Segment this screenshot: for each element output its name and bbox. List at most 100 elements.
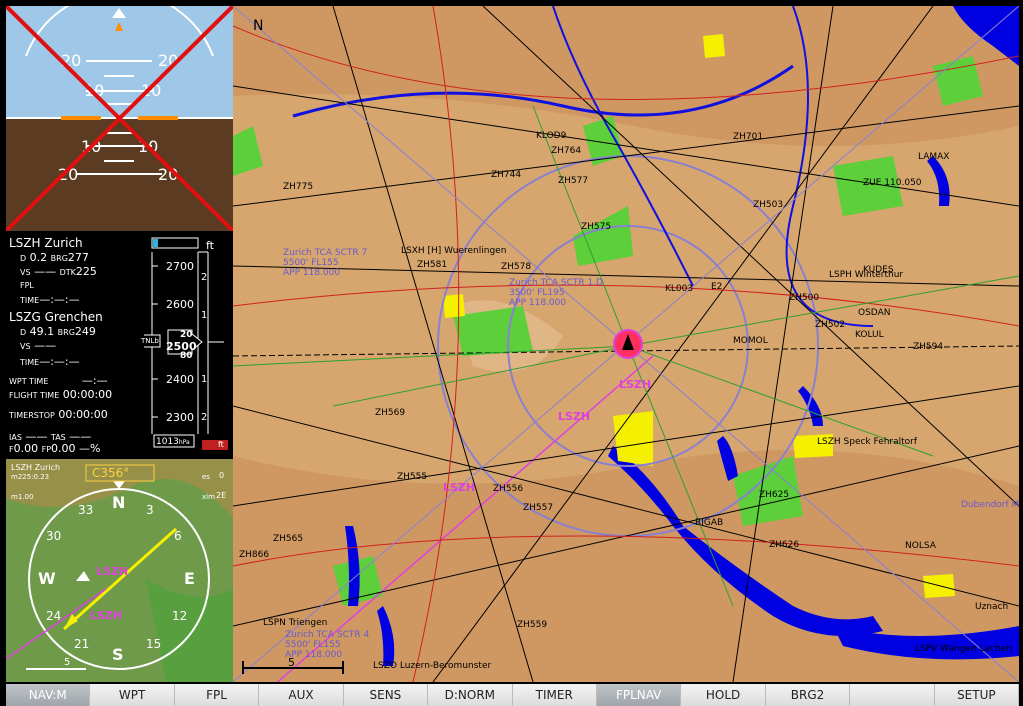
menu-brg2[interactable]: BRG2 xyxy=(765,684,851,706)
menu-sens[interactable]: SENS xyxy=(343,684,429,706)
waypoint-zh565[interactable]: ZH565 xyxy=(273,534,304,544)
waypoint-kl003[interactable]: KL003 xyxy=(665,284,694,294)
airspace-label-sctr4-freq: APP 118.000 xyxy=(285,650,343,660)
dest1-vs-value: —— xyxy=(34,265,57,278)
menu-fplnav[interactable]: FPLNAV xyxy=(596,684,682,706)
waypoint-zh500[interactable]: ZH500 xyxy=(789,293,820,303)
waypoint-lamax[interactable]: LAMAX xyxy=(918,152,950,162)
instrument-panel: 20 20 10 10 10 10 20 20 LSZH Zurich D 0.… xyxy=(6,6,233,682)
timerstop: 00:00:00 xyxy=(58,408,108,421)
hsi-compass-e: E xyxy=(184,569,195,588)
hsi-compass-12: 12 xyxy=(172,609,188,623)
waypoint-zh503[interactable]: ZH503 xyxy=(753,200,784,210)
waypoint-rigab[interactable]: RIGAB xyxy=(695,518,724,528)
airspace-label-sctr7-freq: APP 118.000 xyxy=(283,268,341,278)
alt-tick-2600: 2600 xyxy=(166,298,194,311)
airspace-label-sctr7-limits: 5500' FL155 xyxy=(283,258,339,268)
airfield-lsxh-wuerenlingen[interactable]: LSXH [H] Wuerenlingen xyxy=(401,246,507,256)
waypoint-kolul[interactable]: KOLUL xyxy=(855,330,884,340)
vsi-tick-2-down: 2 xyxy=(201,412,208,423)
adi-graphic: 20 20 10 10 10 10 20 20 xyxy=(6,6,233,231)
place-uznach[interactable]: Uznach xyxy=(975,602,1009,612)
waypoint-zh764[interactable]: ZH764 xyxy=(551,146,582,156)
dest1-dtk: 225 xyxy=(75,265,97,278)
moving-map[interactable]: N 5 ZH775 ZH744 ZH577 KLOD9 ZH764 ZH701 … xyxy=(233,6,1019,682)
waypoint-nolsa[interactable]: NOLSA xyxy=(905,541,936,551)
dest2-bearing: 249 xyxy=(74,325,96,338)
hsi-course[interactable]: C356° xyxy=(92,466,130,480)
dest1-distance: 0.2 xyxy=(29,251,48,264)
waypoint-zh502[interactable]: ZH502 xyxy=(815,320,846,330)
waypoint-zh556[interactable]: ZH556 xyxy=(493,484,524,494)
waypoint-zh577[interactable]: ZH577 xyxy=(558,176,589,186)
hsi-es-value: 0 xyxy=(219,471,225,480)
hsi-moving-map: LSZH Zurich m225:0.23 C356° es 0 xim 2E … xyxy=(6,459,233,682)
airfield-speck-fehraltorf[interactable]: LSZH Speck Fehraltorf xyxy=(817,437,918,447)
tas-value: —— xyxy=(69,430,92,443)
airfield-lspn-triengen[interactable]: LSPN Triengen xyxy=(263,618,328,628)
waypoint-momol[interactable]: MOMOL xyxy=(733,336,768,346)
menu-hold[interactable]: HOLD xyxy=(681,684,766,706)
waypoint-zh775[interactable]: ZH775 xyxy=(283,182,314,192)
dest2-brg-prefix: BRG xyxy=(57,328,75,337)
waypoint-zh701[interactable]: ZH701 xyxy=(733,132,764,142)
qnh-value[interactable]: 1013 xyxy=(156,437,179,447)
waypoint-zh569[interactable]: ZH569 xyxy=(375,408,406,418)
menu-aux[interactable]: AUX xyxy=(259,684,344,706)
waypoint-zh559[interactable]: ZH559 xyxy=(517,620,548,630)
menu-nav-m[interactable]: NAV:M xyxy=(6,684,91,706)
waypoint-klod9[interactable]: KLOD9 xyxy=(536,131,567,141)
waypoint-zh625[interactable]: ZH625 xyxy=(759,490,790,500)
dest2-dist-prefix: D xyxy=(20,328,27,337)
airfield-lszo-luzern-beromunster[interactable]: LSZO Luzern-Beromunster xyxy=(373,661,492,671)
menu-d-norm[interactable]: D:NORM xyxy=(428,684,513,706)
qnh-unit: hPa xyxy=(178,439,190,446)
vsi-tick-2-up: 2 xyxy=(201,272,208,283)
dest1-dtk-prefix: DTK xyxy=(59,268,76,277)
waypoint-osdan[interactable]: OSDAN xyxy=(858,308,891,318)
altimeter-tape: ft 2700 2600 2400 2300 2 1 1 2 20 2500 8… xyxy=(139,234,230,459)
menu-setup[interactable]: SETUP xyxy=(934,684,1020,706)
airfield-lspv-wangen-lachen[interactable]: LSPV Wangen Lachen xyxy=(915,644,1012,654)
waypoint-e2[interactable]: E2 xyxy=(711,282,723,292)
menu-empty[interactable] xyxy=(850,684,935,706)
menu-fpl[interactable]: FPL xyxy=(174,684,260,706)
fp-label: FP xyxy=(41,445,52,454)
waypoint-zh594[interactable]: ZH594 xyxy=(913,342,944,352)
dest1-fpl-label: FPL xyxy=(20,281,34,290)
waypoint-zh575[interactable]: ZH575 xyxy=(581,222,612,232)
zone-label-lszh-2: LSZH xyxy=(558,410,591,423)
waypoint-zh744[interactable]: ZH744 xyxy=(491,170,522,180)
dest2-name: LSZG Grenchen xyxy=(9,310,103,324)
vor-zue[interactable]: ZUE 110.050 xyxy=(863,178,922,188)
flight-time-label: FLIGHT TIME xyxy=(9,391,60,400)
airspace-dubendorf-mtc[interactable]: Dubendorf MTC xyxy=(961,500,1019,510)
wpt-time-label: WPT TIME xyxy=(9,377,49,386)
hsi-compass-s: S xyxy=(112,645,124,664)
waypoint-zh626[interactable]: ZH626 xyxy=(769,540,800,550)
airfield-lsph-winterthur[interactable]: LSPH Winterthur xyxy=(829,270,904,280)
waypoint-kudes[interactable]: KUDES xyxy=(863,265,894,275)
alt-drum-above: 20 xyxy=(180,330,193,340)
hsi-scale-label: 5 xyxy=(64,657,71,668)
dest1-dist-prefix: D xyxy=(20,254,27,263)
tnlb-label: TNLb xyxy=(141,337,159,345)
waypoint-zh866[interactable]: ZH866 xyxy=(239,550,270,560)
menu-wpt[interactable]: WPT xyxy=(90,684,175,706)
waypoint-zh578[interactable]: ZH578 xyxy=(501,262,532,272)
ff-value: 0.00 xyxy=(13,442,39,455)
ft-red-label: ft xyxy=(218,440,224,449)
waypoint-zh557[interactable]: ZH557 xyxy=(523,503,554,513)
airspace-label-sctr7: Zurich TCA SCTR 7 xyxy=(283,248,368,258)
hsi-compass-w: W xyxy=(38,569,56,588)
pitch-label-down20: 20 xyxy=(58,165,78,184)
wpt-time: —:— xyxy=(81,374,108,387)
waypoint-zh581[interactable]: ZH581 xyxy=(417,260,448,270)
airspace-label-sctr4: Zurich TCA SCTR 4 xyxy=(285,630,370,640)
waypoint-zh555[interactable]: ZH555 xyxy=(397,472,428,482)
menu-timer[interactable]: TIMER xyxy=(512,684,597,706)
dest2-time-label: TIME xyxy=(20,358,40,367)
timerstop-label: TIMERSTOP xyxy=(9,411,55,420)
airspace-label-sctr4-limits: 5500' FL155 xyxy=(285,640,341,650)
dest1-time: —:—:— xyxy=(39,293,80,306)
